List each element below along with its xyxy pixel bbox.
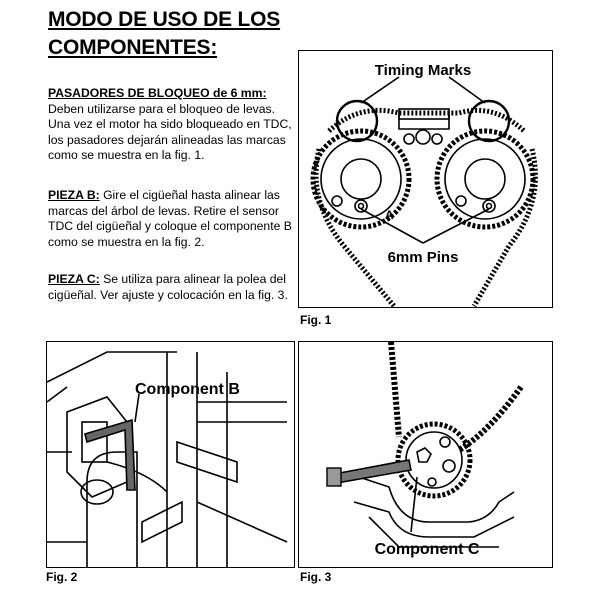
page-title-line1: MODO DE USO DE LOS — [48, 8, 281, 31]
figure-2: Component B — [46, 341, 295, 568]
component-b-part — [84, 418, 136, 491]
figure-3-caption: Fig. 3 — [300, 570, 332, 584]
section-component-b: PIEZA B: Gire el cigüeñal hasta alinear … — [48, 188, 293, 250]
section-body: Se utiliza para alinear la polea del cig… — [48, 272, 288, 302]
pins-label: 6mm Pins — [388, 249, 459, 266]
section-heading: PIEZA B: — [48, 188, 100, 202]
point-a-label: A — [385, 208, 394, 222]
section-body: Deben utilizarse para el bloqueo de leva… — [48, 101, 292, 163]
section-locking-pins: PASADORES DE BLOQUEO de 6 mm: Deben util… — [48, 86, 293, 164]
component-c-label: Component C — [375, 541, 480, 558]
figure-1-caption: Fig. 1 — [300, 313, 332, 327]
timing-marks-illustration: Timing Marks 6mm Pins A — [310, 62, 538, 307]
section-heading: PIEZA C: — [48, 272, 100, 286]
figure-1: Timing Marks 6mm Pins A — [298, 50, 553, 308]
section-component-c: PIEZA C: Se utiliza para alinear la pole… — [48, 272, 293, 303]
component-c-illustration: Component C — [326, 342, 524, 558]
page-title-line2: COMPONENTES: — [48, 36, 218, 59]
page-title: MODO DE USO DE LOS COMPONENTES: — [48, 6, 308, 62]
component-b-illustration: Component B — [47, 351, 288, 567]
figure-3: Component C — [298, 341, 553, 568]
figure-2-caption: Fig. 2 — [46, 570, 78, 584]
section-heading: PASADORES DE BLOQUEO de 6 mm: — [48, 86, 267, 100]
component-b-label: Component B — [135, 381, 240, 398]
timing-marks-label: Timing Marks — [375, 62, 471, 79]
section-body: Gire el cigüeñal hasta alinear las marca… — [48, 188, 292, 249]
